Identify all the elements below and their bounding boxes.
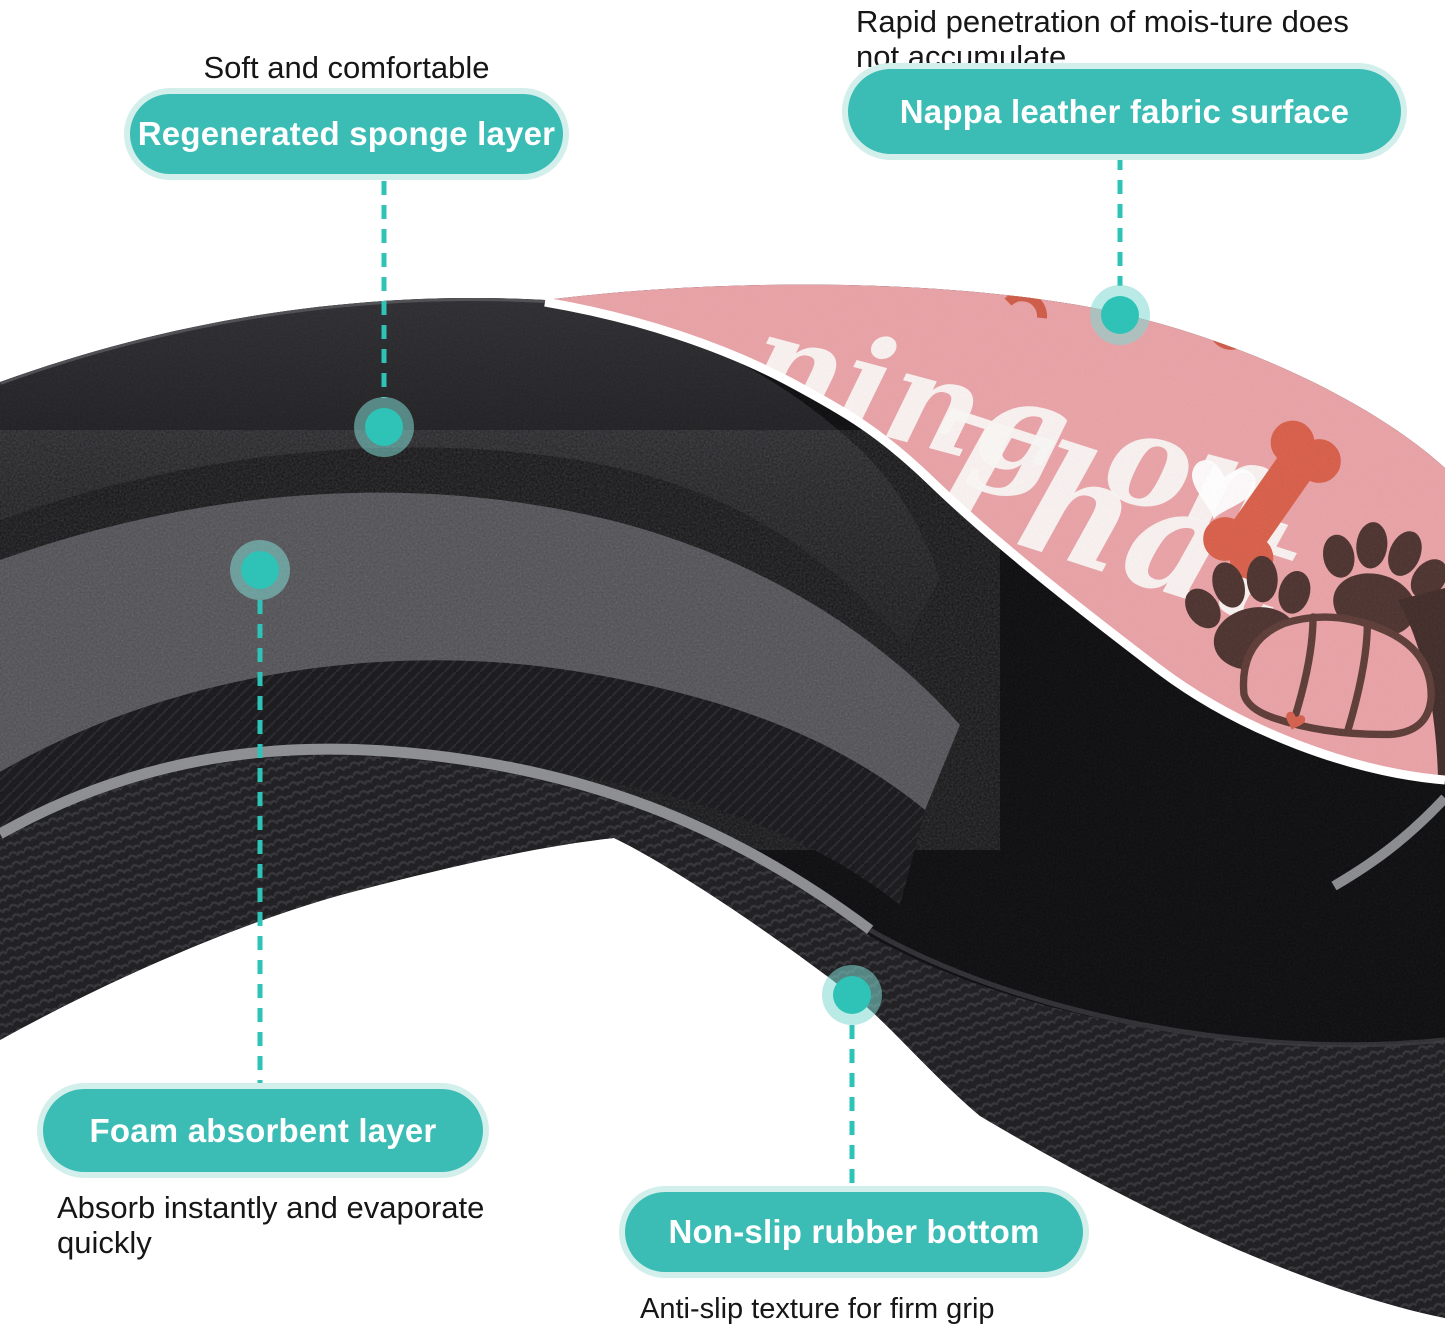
foam-caption-line1: Absorb instantly and evaporate xyxy=(57,1190,485,1225)
pink-surface-white-edge xyxy=(544,297,1445,785)
dot-surface xyxy=(1090,285,1150,345)
surface-caption: Rapid penetration of mois-ture does not … xyxy=(856,4,1436,74)
leader-dots xyxy=(230,285,1150,1025)
rubber-label-pill: Non-slip rubber bottom xyxy=(625,1192,1083,1272)
sponge-caption: Soft and comfortable xyxy=(203,50,490,85)
surface-caption-line2: not accumulate xyxy=(856,39,1067,74)
foam-caption-line2: quickly xyxy=(57,1225,152,1260)
surface-caption-line1: Rapid penetration of mois-ture does xyxy=(856,4,1349,39)
surface-label-pill: Nappa leather fabric surface xyxy=(848,69,1401,154)
foam-label-pill: Foam absorbent layer xyxy=(43,1089,483,1172)
rubber-caption: Anti-slip texture for firm grip xyxy=(640,1293,995,1325)
dot-foam xyxy=(230,540,290,600)
leader-lines xyxy=(257,156,1123,1190)
dot-rubber xyxy=(822,965,882,1025)
dot-sponge xyxy=(354,397,414,457)
sponge-label-pill: Regenerated sponge layer xyxy=(130,94,563,174)
foam-caption: Absorb instantly and evaporate quickly xyxy=(57,1190,577,1260)
red-curl-icon xyxy=(1208,320,1248,350)
